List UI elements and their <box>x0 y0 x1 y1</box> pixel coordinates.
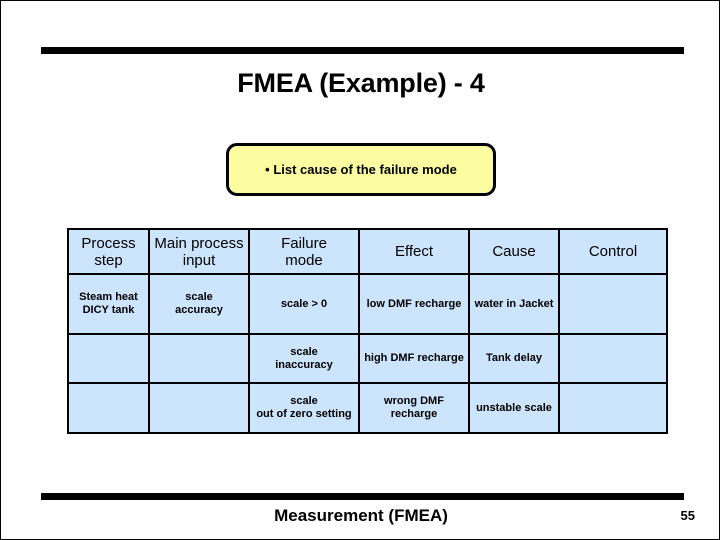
column-header-process-step: Process step <box>67 228 150 275</box>
callout-box: • List cause of the failure mode <box>226 143 496 196</box>
cell-effect: high DMF recharge <box>358 333 470 384</box>
cell-main-process-input <box>148 333 250 384</box>
page-title: FMEA (Example) - 4 <box>237 68 485 98</box>
column-header-main-process-input: Main process input <box>148 228 250 275</box>
cell-effect: wrong DMF recharge <box>358 382 470 434</box>
header-line-2: step <box>94 251 123 269</box>
table-header-row: Process step Main process input Failure … <box>67 228 668 275</box>
header-rule <box>41 47 684 54</box>
cell-line-1: high DMF recharge <box>364 352 464 364</box>
header-line-1: Effect <box>394 243 434 260</box>
cell-process-step <box>67 333 150 384</box>
cell-cause: unstable scale <box>468 382 560 434</box>
cell-failure-mode: scale inaccuracy <box>248 333 360 384</box>
cell-line-1: unstable scale <box>476 401 552 414</box>
cell-line-2: DICY tank <box>82 304 135 316</box>
header-line-2: mode <box>285 251 323 269</box>
cell-effect: low DMF recharge <box>358 273 470 335</box>
cell-line-1: low DMF recharge <box>366 297 462 310</box>
cell-line-1: Steam heat <box>79 291 138 303</box>
cell-failure-mode: scale out of zero setting <box>248 382 360 434</box>
cell-control <box>558 273 668 335</box>
cell-cause: water in Jacket <box>468 273 560 335</box>
callout-text: • List cause of the failure mode <box>265 161 457 177</box>
cell-control <box>558 382 668 434</box>
cell-main-process-input: scale accuracy <box>148 273 250 335</box>
cell-main-process-input <box>148 382 250 434</box>
cell-line-2: recharge <box>390 408 438 420</box>
header-line-1: Process <box>81 234 136 252</box>
fmea-table: Process step Main process input Failure … <box>67 228 668 434</box>
cell-line-1: water in Jacket <box>474 297 554 310</box>
header-line-1: Failure <box>281 234 327 252</box>
cell-line-1: scale > 0 <box>280 297 328 310</box>
column-header-failure-mode: Failure mode <box>248 228 360 275</box>
table-row: Steam heat DICY tank scale accuracy scal… <box>67 273 668 335</box>
cell-line-1: wrong DMF <box>384 395 444 407</box>
footer-title: Measurement (FMEA) <box>274 506 448 525</box>
cell-line-2: out of zero setting <box>256 408 352 420</box>
cell-process-step: Steam heat DICY tank <box>67 273 150 335</box>
column-header-effect: Effect <box>358 228 470 275</box>
cell-line-1: scale <box>290 345 318 358</box>
cell-line-1: scale <box>290 395 318 407</box>
header-line-1: Control <box>588 243 638 260</box>
cell-line-1: Tank delay <box>485 352 543 364</box>
cell-control <box>558 333 668 384</box>
cell-line-2: inaccuracy <box>275 358 333 371</box>
table-row: scale inaccuracy high DMF recharge Tank … <box>67 333 668 384</box>
cell-line-1: scale <box>185 291 213 303</box>
header-line-2: input <box>182 251 216 269</box>
footer-rule <box>41 493 684 500</box>
cell-process-step <box>67 382 150 434</box>
table-row: scale out of zero setting wrong DMF rech… <box>67 382 668 434</box>
header-line-1: Cause <box>492 243 536 260</box>
header-line-1: Main process <box>154 234 244 252</box>
cell-cause: Tank delay <box>468 333 560 384</box>
page-number: 55 <box>680 508 695 523</box>
cell-line-2: accuracy <box>175 304 223 316</box>
column-header-cause: Cause <box>468 228 560 275</box>
column-header-control: Control <box>558 228 668 275</box>
cell-failure-mode: scale > 0 <box>248 273 360 335</box>
